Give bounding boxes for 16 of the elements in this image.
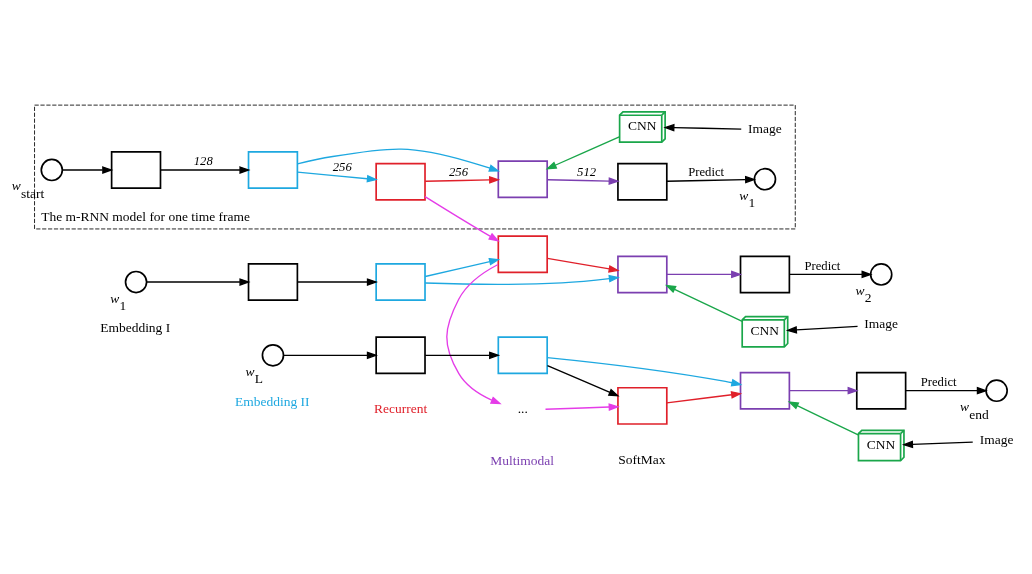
edge-label: 256 xyxy=(449,164,468,179)
node-text: Image xyxy=(979,431,1014,447)
label: SoftMax xyxy=(618,451,666,467)
label: Multimodal xyxy=(490,452,554,468)
edge-label: Predict xyxy=(804,258,841,273)
edge-label: 256 xyxy=(332,159,352,174)
edge-label: Predict xyxy=(688,164,725,179)
label: Embedding I xyxy=(100,319,171,335)
label: Embedding II xyxy=(235,393,310,409)
edge-label: 512 xyxy=(577,164,597,179)
node-text: Image xyxy=(864,315,899,331)
label: Recurrent xyxy=(374,400,428,416)
edge-label: Predict xyxy=(920,374,957,389)
node-text: Image xyxy=(748,120,782,136)
node-text: ... xyxy=(517,400,528,416)
edge-label: 128 xyxy=(193,153,213,168)
